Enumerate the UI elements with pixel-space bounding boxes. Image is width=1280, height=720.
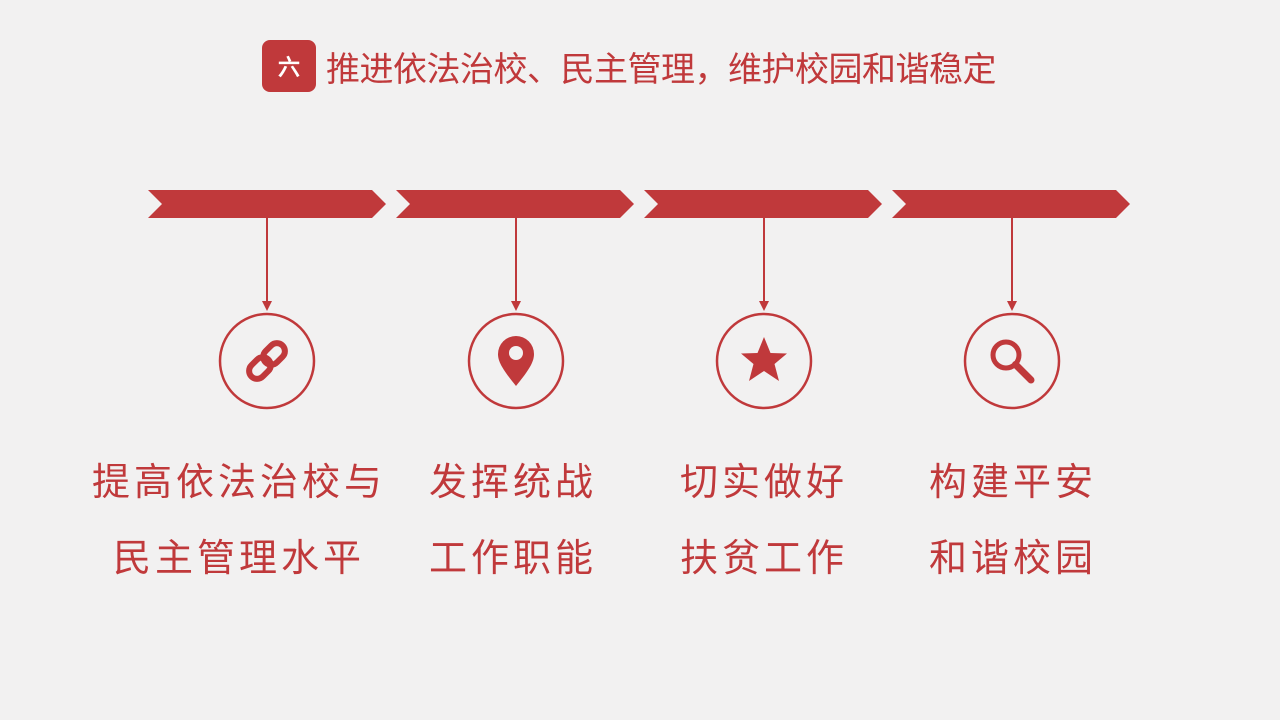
map-pin-icon xyxy=(498,336,534,386)
caption-line: 构建平安 xyxy=(928,460,1097,504)
chevron-banner-2 xyxy=(396,190,634,218)
caption-line: 切实做好 xyxy=(679,460,848,504)
timeline-step-1 xyxy=(148,190,386,410)
caption-line: 民主管理水平 xyxy=(112,536,365,580)
caption-line: 扶贫工作 xyxy=(679,536,848,580)
chevron-banner-3 xyxy=(644,190,882,218)
star-icon xyxy=(741,337,787,381)
timeline-step-4 xyxy=(892,190,1130,410)
icon-circle-2 xyxy=(467,312,565,410)
caption-line: 工作职能 xyxy=(428,536,597,580)
step-caption-3: 切实做好 扶贫工作 xyxy=(614,444,914,596)
caption-line: 提高依法治校与 xyxy=(91,460,386,504)
chevron-banner-1 xyxy=(148,190,386,218)
step-caption-2: 发挥统战 工作职能 xyxy=(363,444,663,596)
step-caption-4: 构建平安 和谐校园 xyxy=(863,444,1163,596)
icon-circle-3 xyxy=(715,312,813,410)
slide-title: 推进依法治校、民主管理，维护校园和谐稳定 xyxy=(326,49,997,90)
caption-line: 发挥统战 xyxy=(428,460,597,504)
link-icon xyxy=(246,340,288,382)
icon-circle-4 xyxy=(963,312,1061,410)
slide-header: 六 推进依法治校、民主管理，维护校园和谐稳定 xyxy=(262,40,997,92)
section-number-badge: 六 xyxy=(262,40,316,92)
step-caption-1: 提高依法治校与 民主管理水平 xyxy=(89,444,389,596)
chevron-banner-4 xyxy=(892,190,1130,218)
timeline-step-2 xyxy=(396,190,634,410)
timeline-step-3 xyxy=(644,190,882,410)
search-icon xyxy=(990,339,1035,384)
caption-line: 和谐校园 xyxy=(928,536,1097,580)
icon-circle-1 xyxy=(218,312,316,410)
